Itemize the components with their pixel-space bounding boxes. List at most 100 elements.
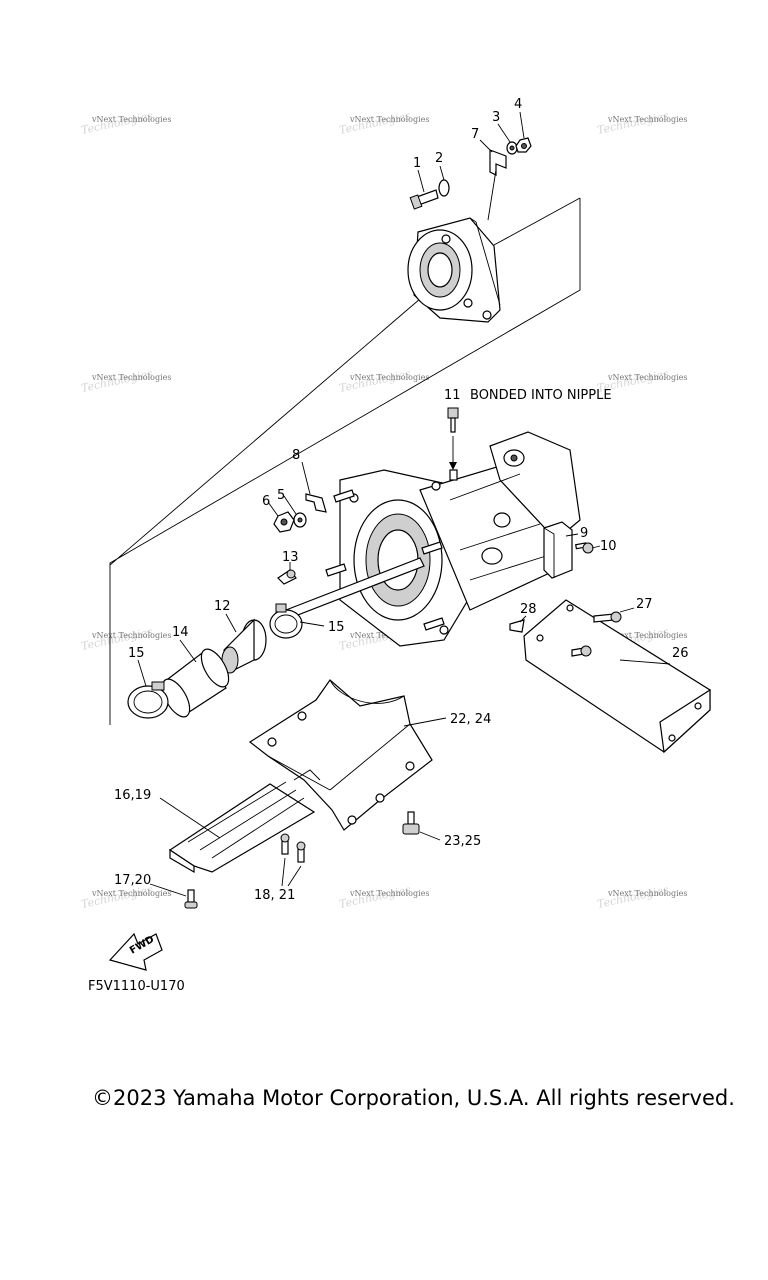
leader-16-19	[159, 797, 221, 839]
label-23-25: 23,25	[444, 834, 481, 849]
hose-14	[161, 648, 230, 718]
washer-2	[438, 179, 450, 197]
diagram-code: F5V1110-U170	[88, 979, 185, 994]
label-15-lower: 15	[128, 646, 145, 661]
bolt-11	[447, 407, 459, 433]
arrow-11-head	[449, 462, 457, 470]
label-11: 11	[444, 388, 461, 403]
leader-27	[619, 607, 635, 613]
label-2: 2	[435, 151, 443, 166]
washer-3-hole	[509, 145, 515, 151]
label-9: 9	[580, 526, 588, 541]
label-22-24: 22, 24	[450, 712, 491, 727]
svg-text:vNext Technologies: vNext Technologies	[91, 631, 171, 640]
svg-text:vNext Technologies: vNext Technologies	[349, 889, 429, 898]
ride-plate-bracket	[248, 679, 433, 831]
fwd-arrow: FWD	[108, 932, 163, 971]
leader-15-lower	[137, 659, 147, 687]
label-18-21: 18, 21	[254, 888, 295, 903]
label-15-upper: 15	[328, 620, 345, 635]
label-17-20: 17,20	[114, 873, 151, 888]
coupler-12	[221, 618, 267, 674]
label-26: 26	[672, 646, 689, 661]
label-5: 5	[277, 488, 285, 503]
pump-housing	[339, 431, 581, 647]
leader-17-20	[149, 883, 187, 897]
svg-text:vNext Technologies: vNext Technologies	[607, 889, 687, 898]
screws-18-21	[280, 833, 306, 863]
label-1: 1	[413, 156, 421, 171]
leader-4	[519, 111, 525, 139]
housing-studs	[325, 489, 445, 631]
lock-plate-8	[305, 493, 327, 513]
label-28: 28	[520, 602, 537, 617]
svg-text:vNext Technologies: vNext Technologies	[607, 631, 687, 640]
leader-5	[283, 495, 297, 515]
leader-18-21	[281, 857, 302, 887]
svg-text:vNext Technologies: vNext Technologies	[607, 115, 687, 124]
ride-plate	[168, 769, 321, 874]
leader-9	[565, 533, 579, 537]
part-labels: 1 2 3 4 7 11 BONDED INTO NIPPLE 8 5 6 9 …	[88, 97, 689, 994]
svg-text:vNext Technologies: vNext Technologies	[91, 115, 171, 124]
washer-5-hole	[297, 517, 303, 523]
leader-22-24	[403, 717, 447, 727]
svg-text:vNext Technologies: vNext Technologies	[91, 889, 171, 898]
screw-27	[571, 611, 622, 657]
leader-12	[225, 613, 237, 633]
label-27: 27	[636, 597, 653, 612]
clamp-15-upper	[269, 603, 303, 639]
label-8: 8	[292, 448, 300, 463]
label-3: 3	[492, 110, 500, 125]
assembly-boundary	[109, 197, 581, 725]
nozzle-housing	[407, 217, 501, 323]
cushion-9	[543, 521, 573, 579]
nut-4-hole	[521, 143, 527, 149]
label-7: 7	[471, 127, 479, 142]
screw-10	[575, 542, 594, 554]
leader-nozzle	[487, 169, 497, 221]
svg-text:vNext Technologies: vNext Technologies	[349, 115, 429, 124]
label-14: 14	[172, 625, 189, 640]
leader-8	[301, 461, 311, 495]
nut-6-hole	[280, 518, 288, 526]
leader-10	[591, 545, 601, 549]
label-12: 12	[214, 599, 231, 614]
label-4: 4	[514, 97, 522, 112]
leader-3	[497, 123, 511, 143]
guard-plate-26	[523, 599, 711, 754]
bolt-1	[409, 189, 439, 210]
label-note: BONDED INTO NIPPLE	[470, 388, 612, 403]
cushion-9-edge	[543, 527, 555, 578]
leader-23-25	[419, 831, 441, 841]
leader-14	[179, 639, 197, 663]
copyright-notice: ©2023 Yamaha Motor Corporation, U.S.A. A…	[92, 1086, 735, 1110]
screw-13	[277, 569, 297, 585]
lock-plate-7	[489, 149, 507, 176]
label-16-19: 16,19	[114, 788, 151, 803]
leader-1	[417, 169, 425, 193]
leader-6	[267, 501, 279, 517]
label-6: 6	[262, 494, 270, 509]
leader-28	[519, 615, 527, 623]
clip-28	[509, 619, 525, 633]
label-10: 10	[600, 539, 617, 554]
leader-15-upper	[299, 621, 325, 627]
svg-text:vNext Technologies: vNext Technologies	[91, 373, 171, 382]
svg-text:vNext Technologies: vNext Technologies	[349, 373, 429, 382]
bolt-23-25	[402, 811, 420, 835]
nipple	[449, 469, 458, 481]
svg-text:vNext Technologies: vNext Technologies	[607, 373, 687, 382]
clamp-15-lower	[127, 681, 169, 719]
leader-26	[619, 659, 671, 665]
screw-17-20	[184, 889, 198, 909]
